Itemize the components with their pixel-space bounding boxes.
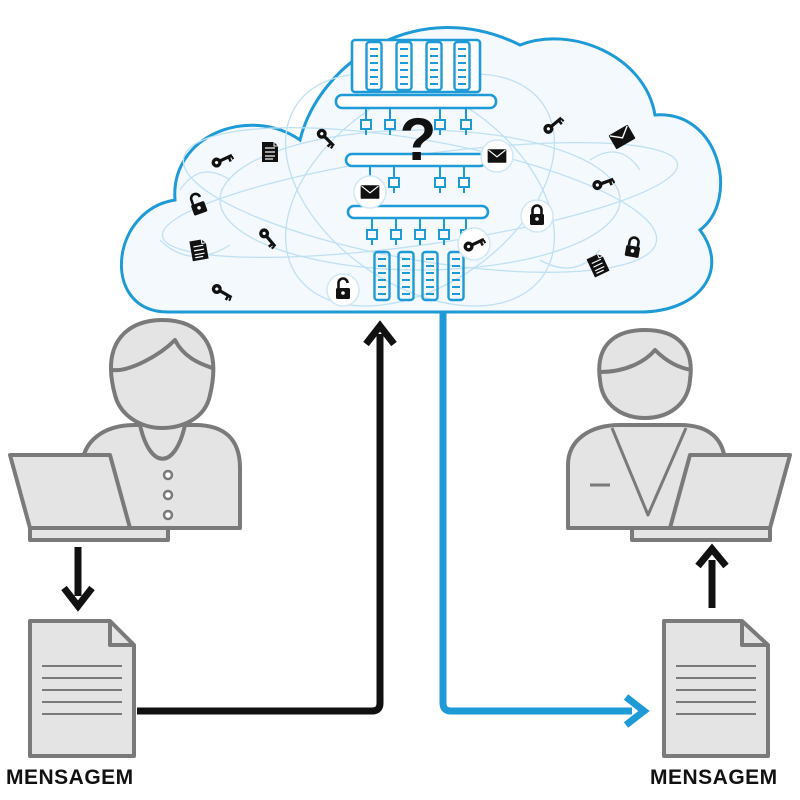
upload-arrow: [137, 320, 397, 715]
up-arrow: [695, 543, 729, 608]
question-mark: ?: [400, 106, 437, 173]
envelope-icon: [353, 175, 387, 209]
cloud-server-stack: [334, 38, 498, 302]
receiver-laptop-base: [630, 526, 772, 542]
sender-laptop-screen: [8, 453, 132, 530]
receiver-laptop-screen: [668, 453, 792, 530]
open-lock-icon: [326, 273, 360, 307]
receiver-person: [566, 328, 792, 542]
sender-laptop-base: [28, 526, 170, 542]
document-icon: [261, 141, 279, 163]
envelope-icon: [480, 139, 514, 173]
down-arrow: [61, 547, 95, 612]
sender-message-label: MENSAGEM: [6, 766, 134, 789]
lock-icon: [520, 199, 554, 233]
sender-person: [8, 318, 242, 542]
sender-head: [109, 318, 216, 430]
key-icon: [457, 227, 491, 261]
receiver-head: [597, 328, 693, 420]
cloud: ?: [120, 26, 723, 314]
receiver-document: [662, 619, 770, 758]
receiver-message-label: MENSAGEM: [650, 766, 778, 789]
download-arrow: [439, 312, 650, 728]
sender-document: [28, 619, 136, 758]
